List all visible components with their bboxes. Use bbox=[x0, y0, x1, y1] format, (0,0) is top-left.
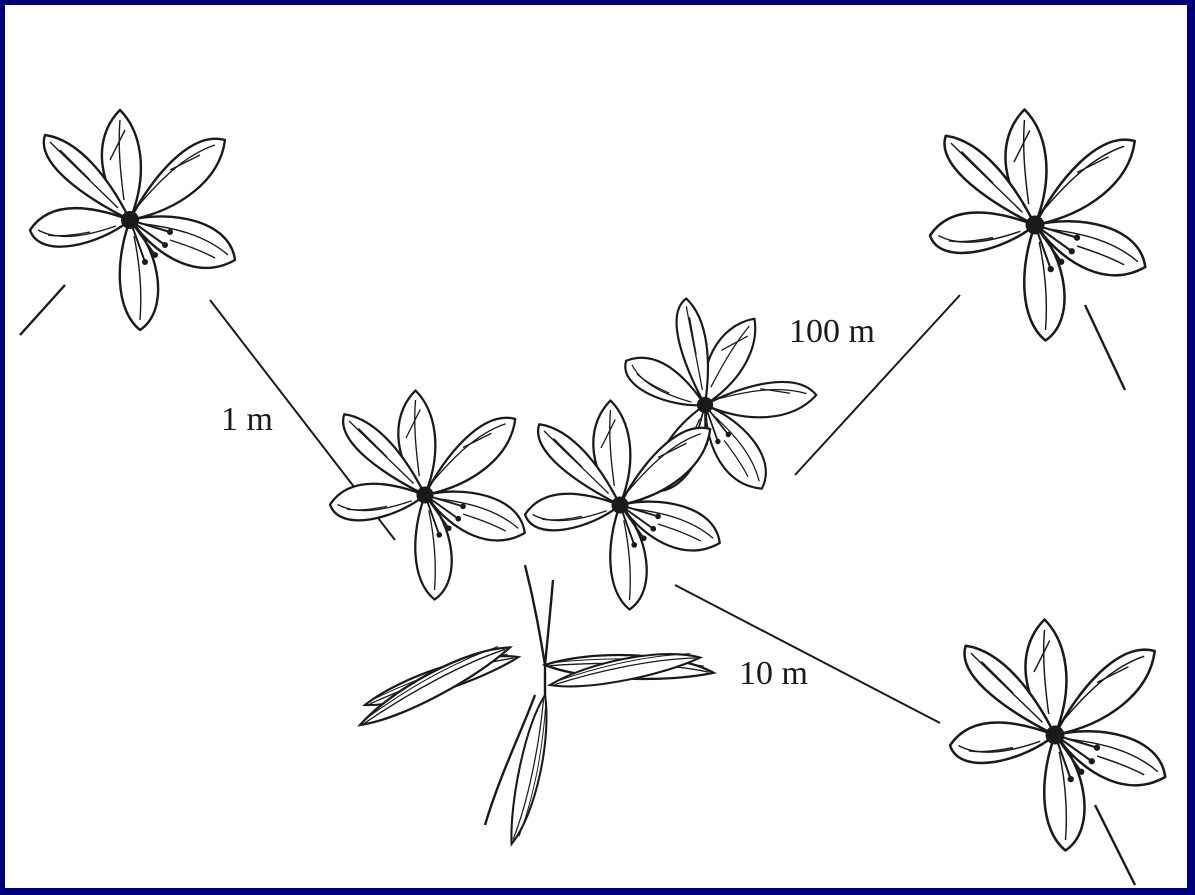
distance-label-10m: 10 m bbox=[735, 657, 812, 691]
flower-icon bbox=[330, 391, 525, 600]
distance-label-1m: 1 m bbox=[217, 403, 277, 437]
distance-label-100m: 100 m bbox=[785, 315, 879, 349]
flower-distance-diagram bbox=[5, 5, 1187, 888]
flower-icon bbox=[950, 620, 1165, 851]
flower-stems bbox=[20, 285, 1135, 885]
diagram-frame: 1 m 10 m 100 m bbox=[5, 5, 1187, 888]
flower-icon bbox=[30, 110, 235, 330]
leaf-icon bbox=[351, 640, 714, 846]
flower-icon bbox=[930, 110, 1145, 341]
distance-line-10m bbox=[675, 585, 940, 723]
flower-icon bbox=[525, 401, 720, 610]
